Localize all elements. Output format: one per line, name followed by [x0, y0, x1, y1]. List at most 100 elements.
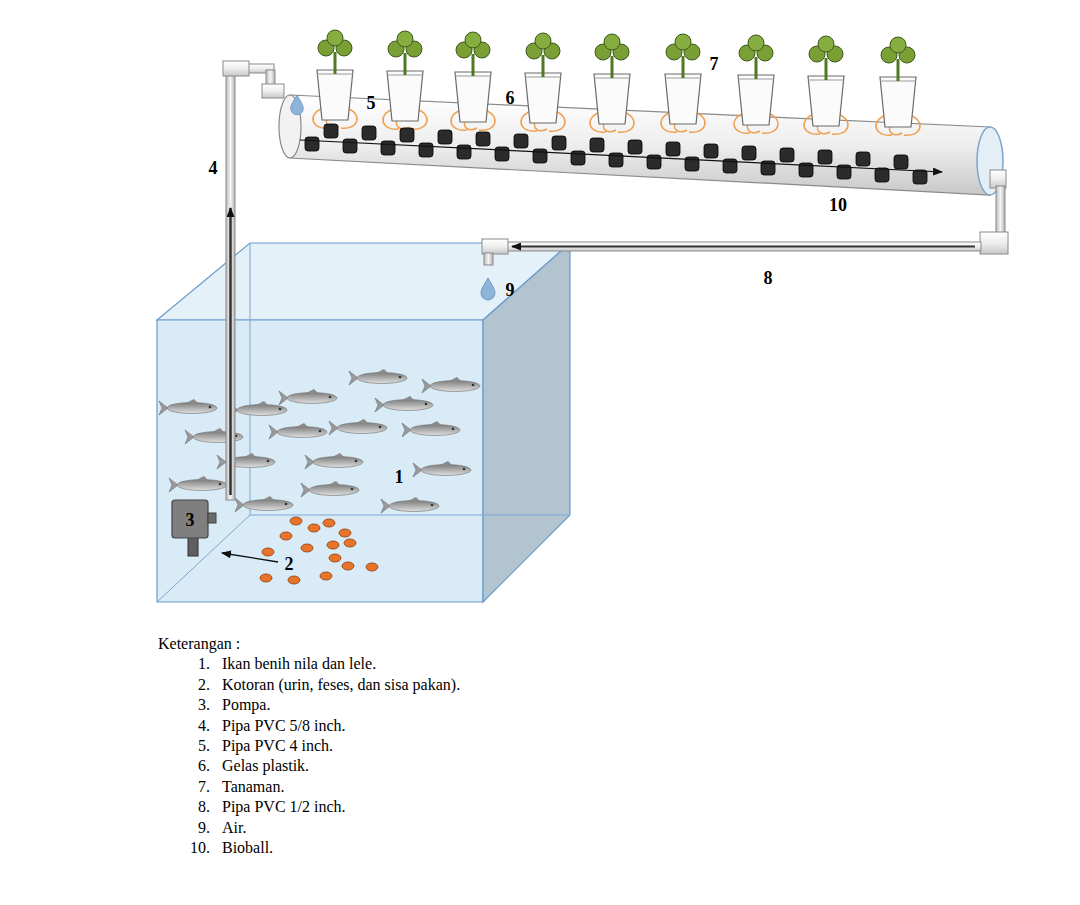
return-pipe-part	[990, 170, 1006, 188]
bioballs-part	[362, 126, 376, 140]
legend-text: Pipa PVC 1/2 inch.	[222, 797, 346, 817]
legend-number: 4.	[198, 716, 210, 736]
legend-text: Air.	[222, 818, 246, 838]
fish-part	[169, 476, 227, 492]
return-pipe-part	[980, 232, 1008, 254]
cups-plants-part	[590, 34, 634, 132]
waste-pellets-part	[366, 563, 378, 571]
bioballs-part	[476, 132, 490, 146]
fish-part	[422, 377, 480, 393]
legend-number: 5.	[198, 736, 210, 756]
return-pipe-part	[481, 278, 495, 300]
cups-plants-part	[313, 30, 357, 128]
fish-part	[301, 481, 359, 497]
fish-tank	[157, 243, 570, 602]
legend-text: Pipa PVC 5/8 inch.	[222, 716, 346, 736]
callout-number: 8	[764, 268, 773, 288]
legend-text: Ikan benih nila dan lele.	[222, 654, 376, 674]
bioballs-part	[856, 152, 870, 166]
fish-part	[413, 461, 471, 477]
waste-pellets-part	[327, 541, 339, 549]
return-pipe-part	[505, 242, 981, 251]
callout-number: 1	[395, 467, 404, 487]
legend-text: Gelas plastik.	[222, 756, 309, 776]
waste-pellets	[260, 517, 378, 584]
bioballs-part	[495, 147, 509, 161]
cups-plants-part	[734, 35, 778, 133]
waste-pellets-part	[262, 548, 274, 556]
legend-text: Pipa PVC 4 inch.	[222, 736, 333, 756]
fish-tank-part	[483, 243, 570, 602]
waste-pellets-part	[280, 532, 292, 540]
waste-pellets-part	[320, 572, 332, 580]
return-pipe-part	[482, 239, 508, 254]
bioballs-part	[590, 138, 604, 152]
bioballs-part	[381, 141, 395, 155]
legend-text: Kotoran (urin, feses, dan sisa pakan).	[222, 675, 460, 695]
cups-plants	[313, 30, 920, 135]
bioballs-part	[324, 124, 338, 138]
bioballs-part	[704, 144, 718, 158]
return-pipe-part	[512, 246, 975, 248]
fish-part	[305, 453, 363, 469]
grow-tube-part	[291, 95, 304, 115]
fish-part	[229, 401, 287, 417]
cups-plants-part	[383, 31, 427, 129]
waste-pellets-part	[288, 576, 300, 584]
legend-number: 6.	[198, 756, 210, 776]
cups-plants-part	[661, 34, 705, 132]
callout-number: 10	[829, 195, 847, 215]
waste-pellets-part	[339, 529, 351, 537]
fish-part	[329, 419, 387, 435]
bioballs-part	[666, 142, 680, 156]
callout-number: 6	[506, 88, 515, 108]
waste-pellets-part	[301, 544, 313, 552]
fish-tank-part	[157, 320, 483, 602]
return-pipe	[481, 170, 1008, 300]
pump-part	[172, 500, 208, 538]
legend-number: 9.	[198, 818, 210, 838]
bioballs-part	[514, 134, 528, 148]
fish-part	[402, 421, 460, 437]
fish	[159, 369, 480, 513]
waste-pellets-part	[344, 539, 356, 547]
bioballs-part	[457, 145, 471, 159]
legend-number: 8.	[198, 797, 210, 817]
bioballs-part	[552, 136, 566, 150]
callout-number: 3	[186, 510, 195, 530]
fish-part	[375, 396, 433, 412]
fish-part	[381, 497, 439, 513]
fish-part	[279, 389, 337, 405]
legend-number: 1.	[198, 654, 210, 674]
waste-arrow	[222, 553, 278, 562]
legend-number: 3.	[198, 695, 210, 715]
pump	[172, 500, 216, 556]
waste-pellets-part	[342, 562, 354, 570]
bioballs-part	[628, 140, 642, 154]
cups-plants-part	[804, 36, 848, 134]
bioballs-part	[818, 150, 832, 164]
bioballs-part	[780, 148, 794, 162]
legend-number: 10.	[190, 838, 210, 858]
bioballs-part	[343, 139, 357, 153]
cups-plants-part	[876, 37, 920, 135]
bioballs-part	[305, 137, 319, 151]
legend-text: Tanaman.	[222, 777, 284, 797]
riser-pipe-part	[229, 208, 232, 495]
waste-pellets-part	[308, 524, 320, 532]
legend-text: Bioball.	[222, 838, 273, 858]
callout-number: 9	[506, 280, 515, 300]
callout-number: 7	[710, 54, 719, 74]
fish-part	[269, 423, 327, 439]
riser-pipe-part	[226, 70, 235, 500]
pump-part	[188, 536, 198, 556]
callout-number: 4	[209, 158, 218, 178]
bioballs-part	[533, 149, 547, 163]
callout-number: 5	[367, 93, 376, 113]
callout-number: 2	[285, 554, 294, 574]
waste-pellets-part	[329, 554, 341, 562]
riser-pipe-part	[223, 61, 249, 76]
cups-plants-part	[521, 33, 565, 131]
